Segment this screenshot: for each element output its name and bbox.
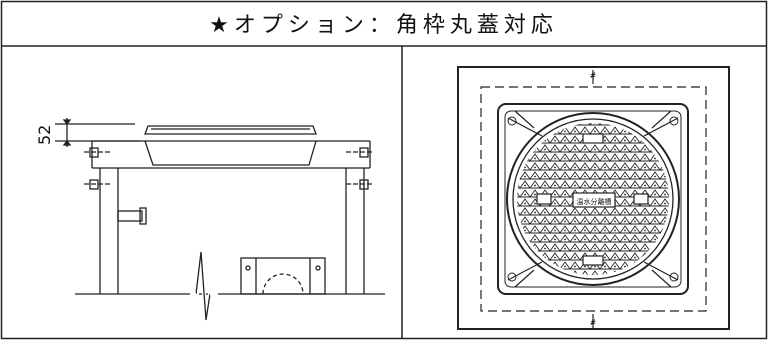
corner-rib-tr — [643, 110, 679, 137]
outlet-hole-left — [245, 265, 251, 271]
corner-bolt-tr — [669, 116, 679, 126]
pipe-stub — [117, 210, 143, 222]
frame-outer — [457, 66, 730, 330]
round-cover-edge — [512, 118, 674, 280]
frame-hidden-outline — [480, 86, 707, 312]
corner-bolt-tl — [507, 116, 517, 126]
corner-bolt-br — [669, 272, 679, 282]
corner-rib-bl — [507, 261, 543, 288]
lug-left — [536, 193, 552, 205]
corner-rib-tl — [507, 110, 543, 137]
break-mark — [195, 251, 211, 321]
round-cover-rim — [506, 112, 680, 286]
arrow-up — [62, 119, 72, 126]
lug-bottom — [582, 255, 604, 266]
pipe-cap — [139, 207, 147, 225]
cover-label: 温水分離槽 — [577, 197, 612, 206]
lug-top — [582, 133, 604, 144]
outlet-hole-right — [315, 265, 321, 271]
label-plate — [572, 192, 616, 208]
cover-rim — [144, 125, 317, 135]
corner-bolt-bl — [507, 272, 517, 282]
arrow-down — [62, 139, 72, 146]
square-frame-inner — [504, 110, 682, 288]
corner-rib-br — [643, 261, 679, 288]
side-elevation-view — [55, 118, 385, 321]
lug-right — [633, 193, 649, 205]
dimension-label: 52 — [35, 125, 54, 145]
frame-bevel — [144, 140, 317, 166]
outlet-pipe-hidden — [262, 273, 304, 295]
page-title: ★オプション：角枠丸蓋対応 — [209, 13, 558, 38]
outlet-box — [240, 257, 326, 295]
bottom-center-mark: # — [590, 318, 597, 327]
square-frame — [497, 103, 689, 295]
plan-view — [457, 66, 730, 330]
top-center-mark: # — [590, 71, 597, 80]
